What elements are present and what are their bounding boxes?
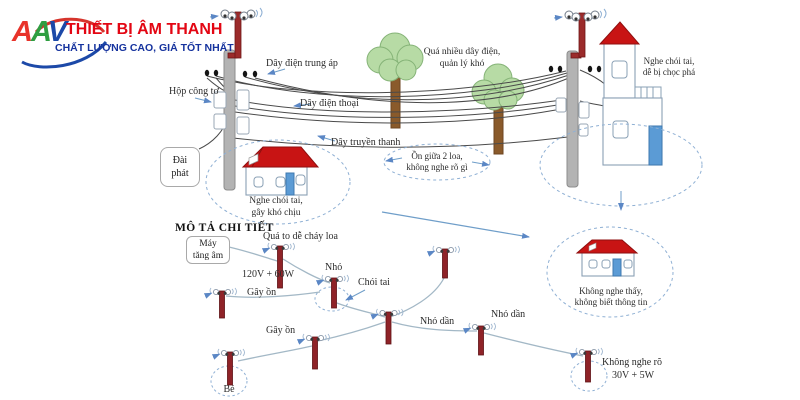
- label-tiny: Bé: [223, 384, 235, 395]
- broadcast-station-box: Đài phát: [160, 147, 200, 187]
- arrow-to-detail: [381, 211, 530, 239]
- dashed-zone-between-speakers: [383, 143, 491, 181]
- phone-lines: [234, 98, 605, 124]
- dashed-zone-far-house: [546, 226, 674, 318]
- label-phone-line: Dây điện thoại: [300, 98, 359, 109]
- label-between-speakers: Ồn giữa 2 loa, không nghe rõ gì: [406, 151, 468, 173]
- arrow-broadcast-line: [317, 135, 336, 142]
- label-fading-right: Nhỏ dần: [491, 309, 526, 320]
- detail-heading: MÔ TẢ CHI TIẾT: [175, 222, 274, 234]
- utility-pole-left: [210, 8, 262, 191]
- detail-pole-mid: [312, 336, 318, 370]
- label-small: Nhỏ: [325, 262, 343, 273]
- label-left-house: Nghe chói tai, gây khó chịu: [249, 196, 303, 218]
- label-meter-box: Hộp công tơ: [169, 86, 219, 97]
- brand-mark: AAV: [12, 16, 67, 48]
- detail-pole-unclear: [585, 350, 591, 383]
- arrow-zone-left: [385, 156, 403, 163]
- railing: [640, 87, 654, 98]
- speaker-mast-left: [234, 11, 242, 59]
- power-lines: [206, 69, 607, 104]
- label-noisy-mid: Gây ồn: [266, 325, 296, 336]
- arrow-meter-box: [194, 97, 212, 104]
- wire-insulators: [204, 65, 602, 78]
- detail-pole-branch: [442, 248, 448, 279]
- door: [612, 258, 622, 277]
- detail-wires: [225, 246, 584, 362]
- detail-pole-small: [331, 277, 337, 309]
- detail-pole-noisy-left: [219, 290, 225, 319]
- label-building: Nghe chói tai, dễ bị chọc phá: [642, 56, 696, 78]
- label-too-loud: Quá to dễ cháy loa: [263, 231, 338, 242]
- brand-title: THIẾT BỊ ÂM THANH: [66, 21, 223, 38]
- label-noisy-left: Gây ồn: [247, 287, 277, 298]
- logo-swoosh-red: [34, 17, 106, 34]
- detail-poles: [219, 245, 591, 386]
- detail-pole-junction: [385, 311, 392, 345]
- chimney: [588, 242, 597, 252]
- arrow-phone-line: [293, 102, 312, 109]
- label-far-house: Không nghe thấy, không biết thông tin: [574, 286, 648, 308]
- door: [285, 172, 295, 196]
- label-low-power: 30V + 5W: [612, 370, 655, 381]
- label-too-many-wires: Quá nhiều dây điện, quản lý khó: [423, 47, 501, 69]
- utility-pole-right: [554, 9, 606, 188]
- tree-1: [366, 32, 424, 129]
- label-fading-mid: Nhỏ dần: [420, 316, 455, 327]
- chimney: [248, 153, 259, 166]
- amplifier-box: Máy tăng âm: [186, 236, 230, 264]
- building: [598, 21, 663, 166]
- label-not-clear: Không nghe rõ: [602, 357, 662, 368]
- left-house: [241, 146, 320, 196]
- label-piercing: Chói tai: [358, 277, 390, 288]
- logo-swoosh-blue: [21, 41, 108, 69]
- door: [648, 125, 663, 166]
- dashed-zone-left-house: [205, 139, 351, 225]
- detail-pole-amp: [277, 245, 283, 289]
- brand-tagline: CHẤT LƯỢNG CAO, GIÁ TỐT NHẤT: [55, 42, 234, 54]
- far-house: [575, 239, 639, 277]
- arrow-medium-voltage: [267, 68, 286, 75]
- meter-boxes-left: [213, 89, 250, 135]
- detail-speakers: [205, 243, 603, 357]
- detail-pole-fading: [478, 325, 484, 356]
- detail-pole-tiny: [227, 351, 233, 386]
- arrow-zone-right: [471, 160, 490, 167]
- speaker-mast-right: [578, 12, 586, 58]
- arrow-piercing: [345, 289, 366, 301]
- label-high-power: 120V + 60W: [242, 269, 295, 280]
- label-medium-voltage: Dây điện trung áp: [266, 58, 338, 69]
- label-broadcast-line: Dây truyền thanh: [331, 137, 401, 148]
- brand-logo: AAV THIẾT BỊ ÂM THANH CHẤT LƯỢNG CAO, GI…: [8, 12, 234, 62]
